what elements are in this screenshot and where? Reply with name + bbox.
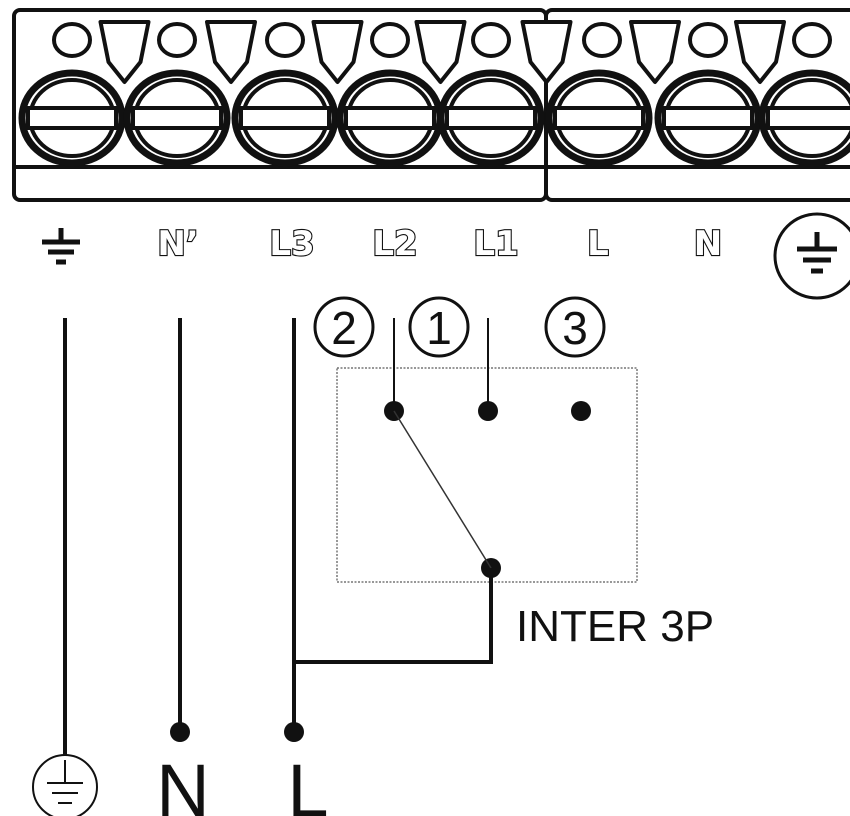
terminal-hole-icon [370,22,410,58]
neutral-terminal-dot [170,722,190,742]
switch-lever [393,410,492,569]
switch-contact-3-marker: 3 [544,296,606,358]
terminal-screw-icon [758,69,850,167]
terminal-label-n-prime: N’ [157,224,198,264]
line-terminal-dot [284,722,304,742]
terminal-hole-icon [157,22,197,58]
supply-label-neutral: N [156,749,209,816]
terminal-hole-icon [471,22,511,58]
terminal-label-l2: L2 [372,224,417,264]
switch-contact-1-dot [478,401,498,421]
svg-text:2: 2 [331,302,357,354]
terminal-screw-icon [336,69,444,167]
svg-text:3: 3 [562,302,588,354]
terminal-hole-icon [52,22,92,58]
terminal-label-l: L [587,224,609,264]
terminal-clamp-icon [98,20,151,84]
terminal-label-l3: L3 [269,224,314,264]
earth-ground-icon [32,754,98,816]
terminal-clamp-icon [520,20,573,84]
switch-contact-3-dot [571,401,591,421]
terminal-screw-icon [231,69,339,167]
terminal-hole-icon [582,22,622,58]
terminal-screw-icon [545,69,653,167]
ground-terminal-icon [42,228,80,265]
terminal-clamp-icon [414,20,467,84]
terminal-clamp-icon [629,20,681,84]
terminal-screw-icon [123,69,231,167]
switch-contact-2-marker: 2 [313,296,375,358]
terminal-screw-icon [18,69,126,167]
terminal-screw-icon [654,69,762,167]
terminal-screw-icon [437,69,545,167]
switch-contact-1-marker: 1 [408,296,470,358]
terminal-hole-icon [792,22,832,58]
terminal-label-l1: L1 [473,224,518,264]
switch-label: INTER 3P [516,602,714,651]
switch-common-wire [294,568,493,664]
protective-earth-icon [773,212,850,300]
terminal-clamp-icon [311,20,364,84]
terminal-label-n: N [694,224,722,264]
terminal-hole-icon [265,22,305,58]
terminal-hole-icon [688,22,728,58]
terminal-clamp-icon [205,20,257,84]
terminal-block [12,8,850,202]
terminal-clamp-icon [734,20,786,84]
svg-text:1: 1 [426,302,452,354]
supply-label-line: L [287,749,328,816]
